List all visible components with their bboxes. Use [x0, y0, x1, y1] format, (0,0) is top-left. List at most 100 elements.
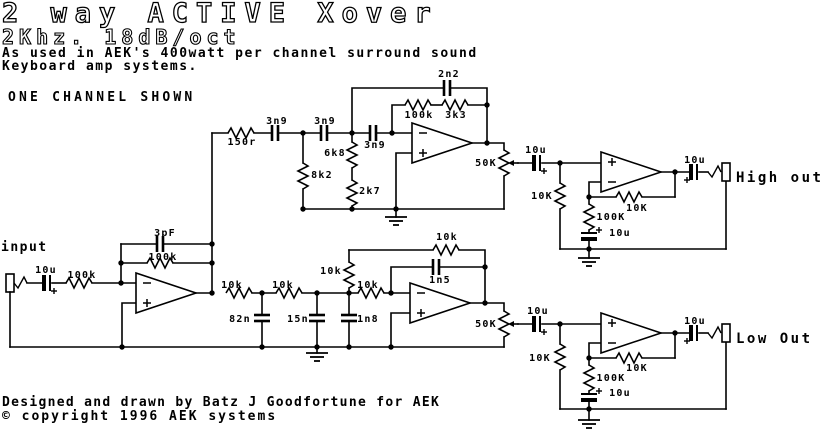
hb-ground-resistor	[583, 203, 595, 231]
lp-feedback-resistor-vert	[343, 261, 355, 289]
polarity-plus-icon	[50, 287, 58, 295]
lp-opamp	[409, 282, 471, 324]
hb-shunt-resistor	[554, 182, 566, 210]
lb-ground-cap	[579, 392, 599, 402]
lp-cap2	[307, 313, 327, 323]
lb-coupling-cap	[532, 314, 542, 334]
value-lp-fb-cap: 1n5	[429, 275, 451, 286]
hp-level-pot	[498, 149, 514, 177]
input-opamp	[135, 272, 197, 314]
header: 2 way ACTIVE Xover 2Khz. 18dB/oct As use…	[1, 0, 476, 105]
hp-opamp	[411, 122, 473, 164]
jack-contact-icon	[13, 276, 28, 289]
value-hp-shunt1: 8k2	[311, 170, 333, 181]
copyright-line: © copyright 1996 AEK systems	[2, 409, 277, 424]
low-output-buffer: 10u 10K 10K 100K 10u 10u Low Out	[517, 306, 810, 429]
value-lb-cap: 10u	[527, 306, 549, 317]
hp-shunt-resistor2	[346, 141, 358, 169]
lb-shunt-resistor	[554, 343, 566, 371]
description-line2: Keyboard amp systems.	[2, 59, 198, 74]
hb-feedback-resistor	[615, 191, 643, 203]
value-hp-pot: 50K	[475, 158, 497, 169]
value-lb-fb: 10K	[626, 363, 648, 374]
value-input-cap: 10u	[35, 265, 57, 276]
lp-ground-icon	[305, 352, 329, 362]
lp-level-pot	[498, 310, 514, 338]
lb-feedback-resistor	[615, 352, 643, 364]
value-input-resistor: 100k	[68, 270, 97, 281]
lb-opamp	[600, 312, 662, 354]
input-jack	[5, 273, 15, 293]
hp-shunt-resistor1	[297, 162, 309, 190]
lp-feedback-cap	[431, 257, 441, 277]
value-hb-gnd-r: 100K	[597, 212, 626, 223]
lb-output-cap	[689, 323, 699, 343]
value-lp-pot: 50K	[475, 319, 497, 330]
value-hb-fb: 10K	[626, 203, 648, 214]
hb-output-cap	[689, 162, 699, 182]
input-label: input	[1, 240, 48, 255]
input-coupling-cap	[42, 273, 52, 293]
value-lb-out-cap: 10u	[684, 316, 706, 327]
value-lp-c2: 15n	[287, 314, 309, 325]
hp-feedback-resistor2	[441, 99, 469, 111]
value-hp-c3: 3n9	[364, 140, 386, 151]
value-hp-fb-r2: 3k3	[445, 110, 467, 121]
page-title: 2 way ACTIVE Xover	[2, 0, 439, 29]
value-hp-c1: 3n9	[266, 116, 288, 127]
lb-ground-icon	[577, 419, 601, 429]
hb-ground-cap	[579, 231, 599, 241]
value-lp-r1: 10k	[221, 280, 243, 291]
value-input-fb-cap: 3pF	[154, 228, 176, 239]
value-hp-fb-cap: 2n2	[438, 69, 460, 80]
polarity-plus-icon	[540, 328, 548, 336]
value-lp-c3: 1n8	[357, 314, 379, 325]
input-stage: input 10u 100k 3pF 100k	[1, 132, 215, 348]
lp-feedback-resistor-top	[432, 244, 460, 256]
value-lp-r3: 10k	[357, 280, 379, 291]
value-hp-shunt3: 2k7	[359, 186, 381, 197]
value-hp-series-r: 150r	[228, 137, 257, 148]
high-out-jack	[721, 162, 731, 182]
page-subtitle: 2Khz. 18dB/oct	[2, 25, 241, 49]
value-hp-shunt2: 6k8	[324, 148, 346, 159]
one-channel-note: ONE CHANNEL SHOWN	[8, 90, 195, 105]
hp-shunt-resistor3	[346, 179, 358, 207]
hb-coupling-cap	[532, 153, 542, 173]
value-lp-fb-r-vert: 10k	[320, 266, 342, 277]
hp-pot-wiper-arrow-icon	[508, 160, 514, 166]
value-hb-shunt: 10K	[531, 191, 553, 202]
lp-pot-body	[498, 310, 510, 338]
polarity-plus-icon	[540, 167, 548, 175]
value-lp-r2: 10k	[272, 280, 294, 291]
highpass-filter: 150r 3n9 3n9 3n9 8k2 6k8 2k7 2n2 100k 3k…	[211, 69, 519, 226]
value-lp-fb-r-top: 10k	[436, 232, 458, 243]
lp-pot-wiper-arrow-icon	[508, 321, 514, 327]
hp-cap2	[319, 123, 329, 143]
footer: Designed and drawn by Batz J Goodfortune…	[2, 395, 440, 424]
lp-cap3	[339, 313, 359, 323]
value-hb-gnd-c: 10u	[609, 228, 631, 239]
value-hp-c2: 3n9	[314, 116, 336, 127]
value-hb-out-cap: 10u	[684, 155, 706, 166]
hp-cap3	[368, 123, 378, 143]
jack-contact-icon	[707, 326, 722, 339]
lowpass-wires	[9, 249, 519, 354]
hp-pot-body	[498, 149, 510, 177]
credit-line: Designed and drawn by Batz J Goodfortune…	[2, 395, 440, 410]
lb-ground-resistor	[583, 364, 595, 392]
value-lb-gnd-c: 10u	[609, 388, 631, 399]
hp-cap1	[270, 123, 280, 143]
lowpass-filter: 10k 10k 10k 10k 10k 82n 15n 1n8 1n5 50K	[9, 232, 519, 362]
hb-ground-icon	[577, 257, 601, 267]
highpass-wires	[211, 87, 519, 218]
high-output-buffer: 10u 10K 10K 100K 10u 10u High out	[517, 145, 823, 267]
high-out-label: High out	[736, 170, 823, 186]
hp-feedback-resistor1	[404, 99, 432, 111]
low-out-jack	[721, 323, 731, 343]
value-lp-c1: 82n	[229, 314, 251, 325]
value-lb-shunt: 10K	[529, 353, 551, 364]
hb-opamp	[600, 151, 662, 193]
